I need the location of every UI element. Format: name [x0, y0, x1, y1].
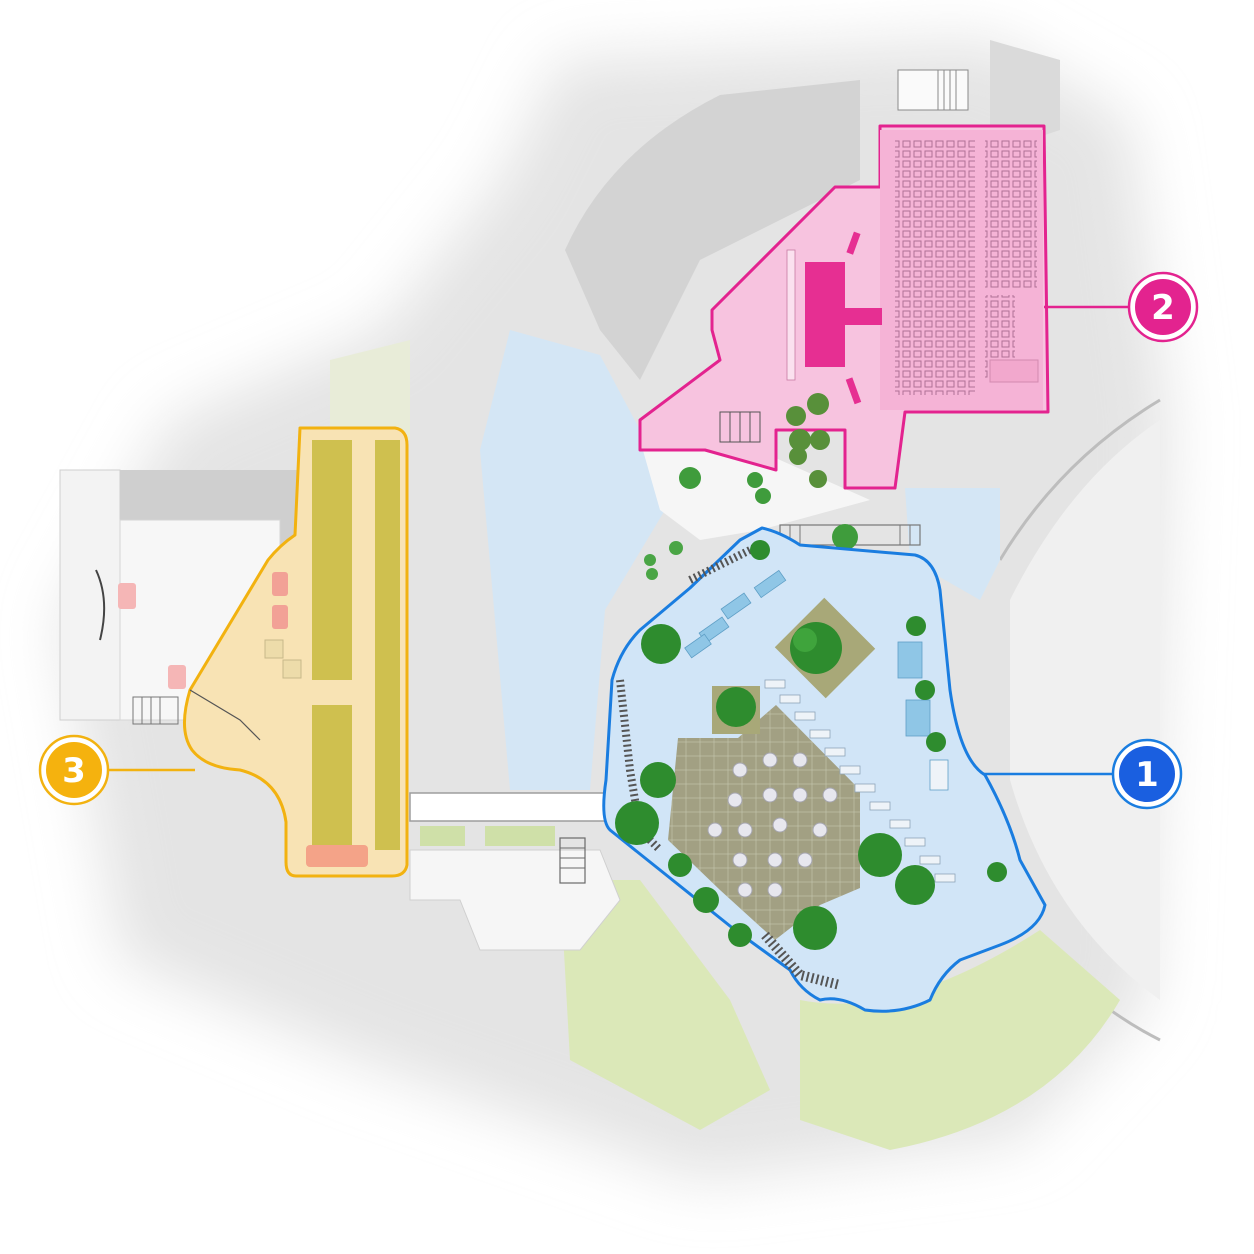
- water-west-pool: [480, 330, 665, 790]
- zone-2-trees: [786, 393, 830, 488]
- water-east-pool: [905, 488, 1000, 600]
- grass-lawn-right: [375, 440, 400, 850]
- west-building-items: [95, 569, 186, 725]
- umbrella-tables: [707, 752, 838, 898]
- building-east-round: [1010, 420, 1160, 1000]
- seating-block-left: [895, 140, 975, 395]
- building-north-west: [565, 80, 860, 380]
- zone-3-marker[interactable]: 3: [38, 734, 110, 806]
- grass-south-west: [560, 880, 770, 1130]
- lounge-chairs: [764, 679, 956, 883]
- grass-lawn-left-upper: [312, 440, 352, 680]
- planter-trees: [644, 467, 858, 580]
- zone-2-area[interactable]: [638, 124, 1050, 490]
- blue-benches: [684, 569, 949, 791]
- zone-markers: 2 1 3: [38, 271, 1199, 810]
- zone-1-label: 1: [1135, 755, 1159, 795]
- zone-1-trees: [615, 540, 1007, 950]
- grass-lawn-left-lower: [312, 705, 352, 850]
- seating-block-right-top: [985, 140, 1037, 290]
- zone-3-stage: [306, 845, 368, 867]
- zone-3-label: 3: [62, 751, 86, 791]
- zone-3-area[interactable]: [182, 426, 409, 878]
- zone-2-marker[interactable]: 2: [1127, 271, 1199, 343]
- building-north-east: [990, 40, 1060, 140]
- zone-2-label: 2: [1151, 288, 1175, 328]
- stage-block: [805, 262, 845, 367]
- zone-1-marker[interactable]: 1: [1111, 738, 1183, 810]
- zone-1-area[interactable]: [602, 526, 1047, 1013]
- grass-south-east: [800, 930, 1120, 1150]
